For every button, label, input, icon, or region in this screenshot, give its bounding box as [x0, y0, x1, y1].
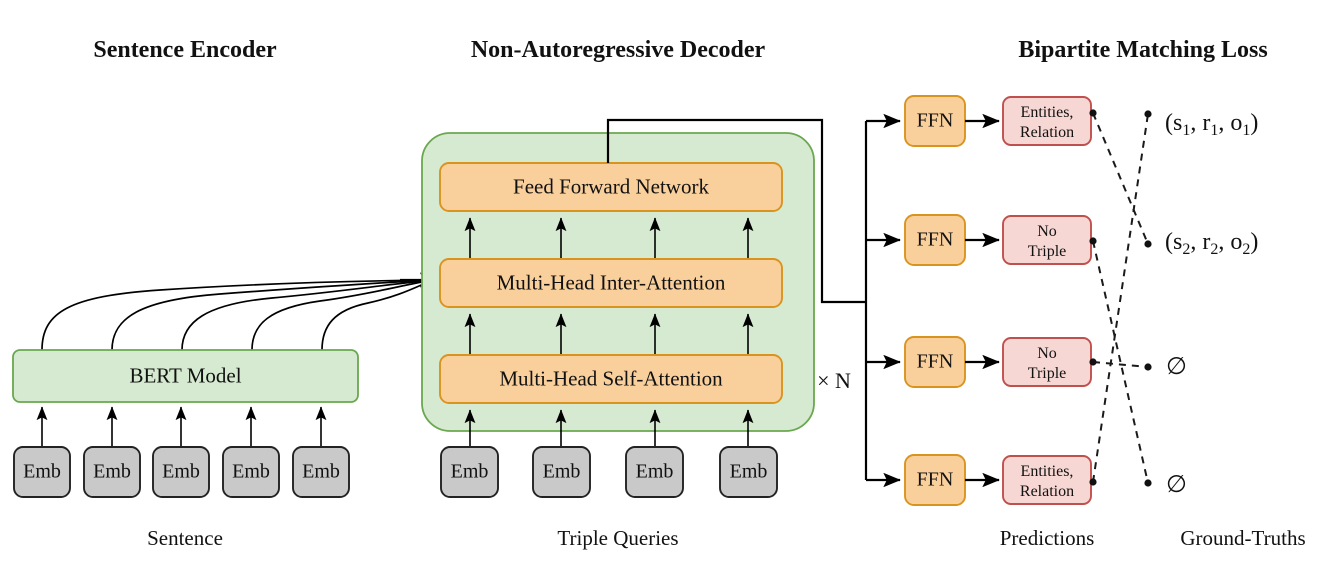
gt-close: ): [1250, 110, 1258, 136]
prediction-box-2: No Triple: [1002, 215, 1092, 265]
emb-label: Emb: [23, 461, 61, 483]
match-link-p2-gt4: [1092, 240, 1149, 484]
gt-sub-2: 1: [1210, 122, 1218, 139]
multi-head-self-attention-label: Multi-Head Self-Attention: [499, 366, 723, 390]
emb-label: Emb: [451, 461, 489, 483]
prediction-label-line1: No: [1037, 345, 1057, 362]
prediction-box-4: Entities, Relation: [1002, 455, 1092, 505]
match-dot: [1144, 110, 1152, 118]
encoder-to-decoder-curves: [41, 272, 439, 351]
bert-model-label: BERT Model: [129, 363, 241, 387]
ground-truth-4: ∅: [1166, 472, 1187, 498]
emb-box: Emb: [625, 446, 684, 498]
prediction-box-3: No Triple: [1002, 337, 1092, 387]
encoder-emb-arrows: [36, 406, 327, 447]
prediction-label-line1: No: [1037, 223, 1057, 240]
emb-box: Emb: [222, 446, 280, 498]
emb-box: Emb: [152, 446, 210, 498]
ffn-label: FFN: [917, 110, 954, 132]
ffn-row-3: FFN: [904, 336, 1000, 388]
ffn-row-4: FFN: [904, 454, 1000, 506]
decoder-layer-multi-head-inter-attention: Multi-Head Inter-Attention: [439, 258, 783, 308]
ground-truth-3: ∅: [1166, 354, 1187, 380]
repeat-n-label: × N: [817, 368, 851, 393]
emb-label: Emb: [232, 461, 270, 483]
match-dot: [1089, 478, 1097, 486]
gt-mid-2: , o: [1218, 110, 1242, 136]
ffn-row-1: FFN: [904, 95, 1000, 147]
prediction-label-line2: Relation: [1020, 124, 1074, 141]
decoder-output-routing: [606, 113, 901, 488]
match-dot: [1089, 109, 1097, 117]
match-dot: [1144, 479, 1152, 487]
svg-text:(s2, r2, o2): (s2, r2, o2): [1165, 229, 1258, 258]
gt-sub-1: 1: [1182, 122, 1190, 139]
prediction-label-line1: Entities,: [1021, 104, 1074, 121]
ffn-row-2: FFN: [904, 214, 1000, 266]
ground-truth-2: (s2, r2, o2): [1165, 229, 1258, 258]
gt-sub-1: 2: [1182, 241, 1190, 258]
prediction-label-line2: Relation: [1020, 483, 1074, 500]
ffn-label: FFN: [917, 469, 954, 491]
gt-sub-3: 2: [1242, 241, 1250, 258]
decoder-embeddings: Emb Emb Emb Emb: [440, 446, 778, 498]
caption-predictions: Predictions: [1000, 526, 1095, 550]
match-link-p1-gt2: [1092, 112, 1149, 245]
gt-close: ): [1250, 229, 1258, 255]
ground-truth-1: (s1, r1, o1): [1165, 110, 1258, 139]
section-title-sentence-encoder: Sentence Encoder: [93, 37, 277, 63]
gt-mid-2: , o: [1218, 229, 1242, 255]
ffn-label: FFN: [917, 351, 954, 373]
emb-label: Emb: [636, 461, 674, 483]
gt-mid-1: , r: [1190, 229, 1210, 255]
emb-box: Emb: [532, 446, 591, 498]
prediction-label-line2: Triple: [1028, 243, 1067, 260]
section-title-bipartite-matching-loss: Bipartite Matching Loss: [1018, 37, 1267, 63]
decoder-layer-feed-forward-network: Feed Forward Network: [439, 162, 783, 212]
empty-set-icon: ∅: [1166, 354, 1187, 380]
match-dot: [1144, 363, 1152, 371]
bert-model-box: BERT Model: [12, 349, 359, 403]
prediction-box-1: Entities, Relation: [1002, 96, 1092, 146]
multi-head-inter-attention-label: Multi-Head Inter-Attention: [497, 270, 726, 294]
decoder-internal-arrows: [464, 217, 754, 447]
emb-label: Emb: [730, 461, 768, 483]
gt-sub-3: 1: [1242, 122, 1250, 139]
emb-label: Emb: [302, 461, 340, 483]
match-dot: [1144, 240, 1152, 248]
emb-box: Emb: [292, 446, 350, 498]
caption-sentence: Sentence: [147, 526, 223, 550]
svg-text:(s1, r1, o1): (s1, r1, o1): [1165, 110, 1258, 139]
emb-box: Emb: [440, 446, 499, 498]
caption-ground-truths: Ground-Truths: [1180, 526, 1305, 550]
gt-mid-1: , r: [1190, 110, 1210, 136]
encoder-embeddings: Emb Emb Emb Emb Emb: [13, 446, 350, 498]
match-dot: [1089, 237, 1097, 245]
gt-open: (s: [1165, 229, 1182, 255]
emb-box: Emb: [83, 446, 141, 498]
emb-label: Emb: [543, 461, 581, 483]
section-title-non-autoregressive-decoder: Non-Autoregressive Decoder: [471, 37, 766, 63]
emb-box: Emb: [13, 446, 71, 498]
empty-set-icon: ∅: [1166, 472, 1187, 498]
match-link-p4-gt1: [1092, 113, 1149, 483]
match-dot: [1089, 358, 1097, 366]
emb-label: Emb: [162, 461, 200, 483]
emb-box: Emb: [719, 446, 778, 498]
feed-forward-network-label: Feed Forward Network: [513, 174, 709, 198]
match-link-p3-gt3: [1092, 361, 1149, 368]
caption-triple-queries: Triple Queries: [557, 526, 678, 550]
prediction-label-line1: Entities,: [1021, 463, 1074, 480]
decoder-layer-multi-head-self-attention: Multi-Head Self-Attention: [439, 354, 783, 404]
gt-sub-2: 2: [1210, 241, 1218, 258]
prediction-label-line2: Triple: [1028, 365, 1067, 382]
bipartite-matching-links: [1089, 109, 1152, 487]
ffn-label: FFN: [917, 229, 954, 251]
emb-label: Emb: [93, 461, 131, 483]
gt-open: (s: [1165, 110, 1182, 136]
